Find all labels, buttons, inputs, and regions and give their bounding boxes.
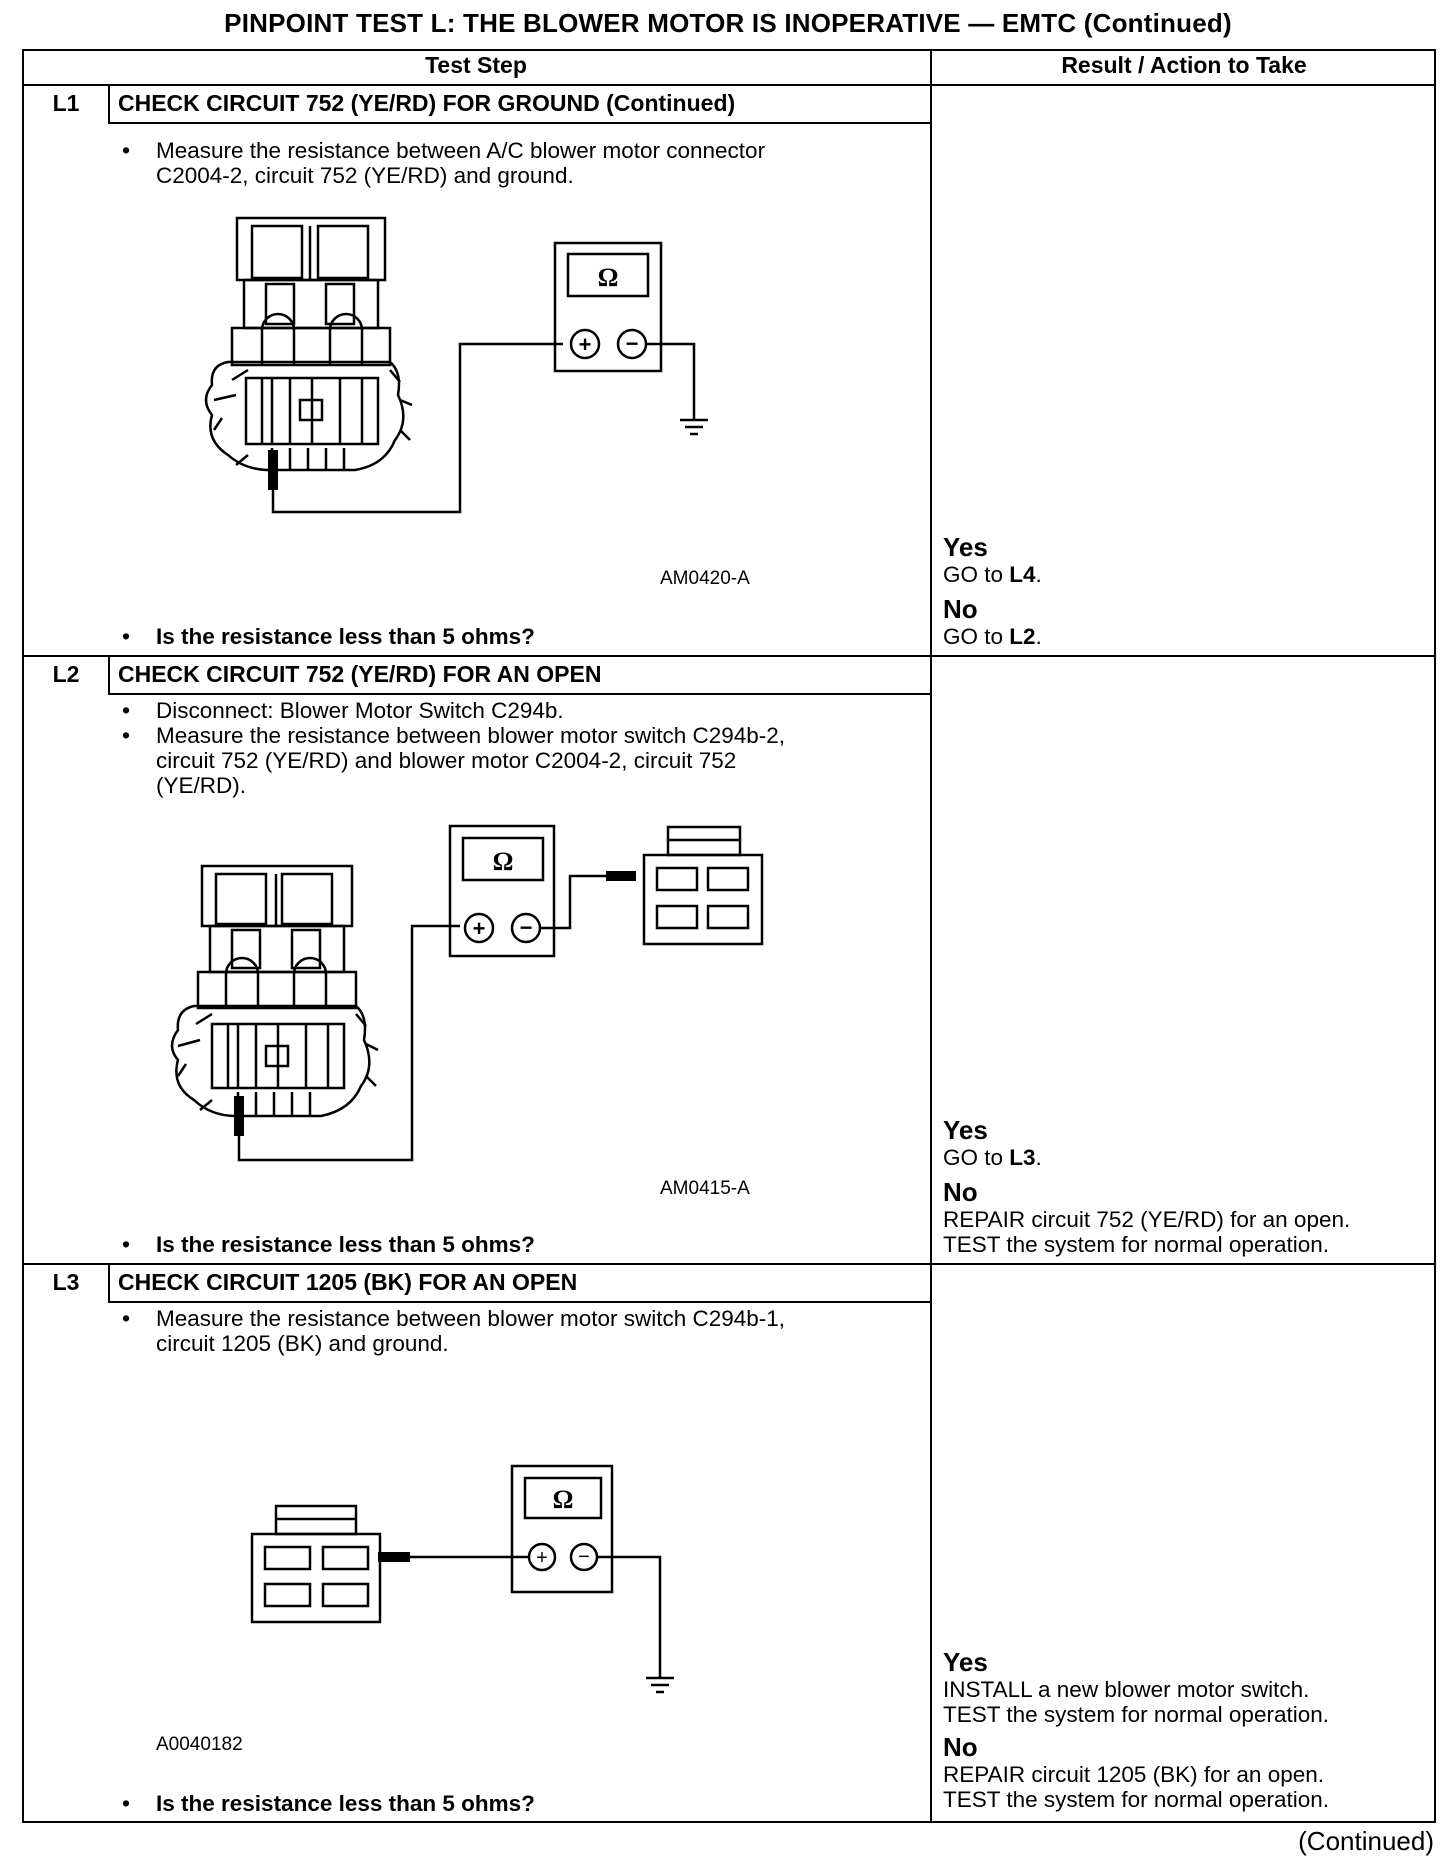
instruction-line: circuit 752 (YE/RD) and blower motor C20… — [156, 748, 737, 773]
probe-l3-switch — [378, 1552, 410, 1562]
instruction-line: (YE/RD). — [156, 773, 246, 798]
id-divider-l1 — [108, 84, 110, 122]
title-rule-l3 — [108, 1301, 930, 1303]
no-action-l3-line2: TEST the system for normal operation. — [943, 1787, 1329, 1812]
header-rule — [22, 84, 1436, 86]
header-test-step: Test Step — [425, 52, 527, 78]
column-divider — [930, 49, 932, 1823]
no-action-l1: GO to L2. — [943, 624, 1042, 649]
step-id-l3: L3 — [52, 1269, 80, 1295]
yes-label-l1: Yes — [943, 532, 988, 562]
switch-connector-icon — [252, 1506, 380, 1622]
step-id-l2: L2 — [52, 661, 80, 687]
minus-terminal: − — [626, 331, 639, 356]
ohm-symbol: Ω — [598, 263, 619, 292]
plus-terminal: + — [579, 332, 592, 357]
ohm-symbol: Ω — [493, 847, 514, 876]
instruction-line: Measure the resistance between A/C blowe… — [156, 138, 766, 163]
ohmmeter-icon — [450, 826, 554, 956]
switch-connector-icon — [644, 827, 762, 944]
step-title-l2: CHECK CIRCUIT 752 (YE/RD) FOR AN OPEN — [118, 661, 602, 687]
test-lead-negative — [597, 1557, 660, 1678]
minus-terminal: − — [578, 1546, 590, 1568]
instruction-line: Disconnect: Blower Motor Switch C294b. — [156, 698, 564, 723]
step-rule-l3 — [22, 1263, 1436, 1265]
bullet: • — [122, 1305, 131, 1331]
no-label-l2: No — [943, 1177, 978, 1207]
step-rule-l2 — [22, 655, 1436, 657]
question-l1: Is the resistance less than 5 ohms? — [156, 624, 535, 649]
yes-action-l2: GO to L3. — [943, 1145, 1042, 1170]
instruction-line: circuit 1205 (BK) and ground. — [156, 1331, 449, 1356]
page-title: PINPOINT TEST L: THE BLOWER MOTOR IS INO… — [224, 8, 1232, 38]
title-rule-l1 — [108, 122, 930, 124]
minus-terminal: − — [520, 915, 533, 940]
bullet: • — [122, 697, 131, 723]
yes-action-l3-line1: INSTALL a new blower motor switch. — [943, 1677, 1310, 1702]
yes-action-l3-line2: TEST the system for normal operation. — [943, 1702, 1329, 1727]
probe-l2-switch — [606, 871, 636, 881]
ground-symbol-icon — [646, 1678, 674, 1692]
title-rule-l2 — [108, 693, 930, 695]
bullet: • — [122, 623, 131, 649]
ground-symbol-icon — [680, 420, 708, 434]
step-id-l1: L1 — [52, 90, 80, 116]
test-lead-positive — [239, 926, 460, 1160]
step-title-l1: CHECK CIRCUIT 752 (YE/RD) FOR GROUND (Co… — [118, 90, 736, 116]
id-divider-l3 — [108, 1263, 110, 1301]
no-label-l3: No — [943, 1732, 978, 1762]
yes-label-l3: Yes — [943, 1647, 988, 1677]
figure-id-l3: A0040182 — [156, 1734, 243, 1755]
bullet: • — [122, 1231, 131, 1257]
step-title-l3: CHECK CIRCUIT 1205 (BK) FOR AN OPEN — [118, 1269, 578, 1295]
plus-terminal: + — [473, 916, 486, 941]
yes-action-l1: GO to L4. — [943, 562, 1042, 587]
no-action-l2-line1: REPAIR circuit 752 (YE/RD) for an open. — [943, 1207, 1351, 1232]
no-action-l2-line2: TEST the system for normal operation. — [943, 1232, 1329, 1257]
yes-label-l2: Yes — [943, 1115, 988, 1145]
continued-footer: (Continued) — [1298, 1826, 1434, 1856]
instruction-line: Measure the resistance between blower mo… — [156, 723, 786, 748]
test-lead-negative — [646, 344, 694, 420]
bullet: • — [122, 1790, 131, 1816]
instruction-line: Measure the resistance between blower mo… — [156, 1306, 786, 1331]
question-l2: Is the resistance less than 5 ohms? — [156, 1232, 535, 1257]
instruction-line: C2004-2, circuit 752 (YE/RD) and ground. — [156, 163, 574, 188]
bullet: • — [122, 722, 131, 748]
figure-id-l2: AM0415-A — [660, 1178, 750, 1199]
test-lead-positive — [273, 344, 563, 512]
pinpoint-test-table — [22, 49, 1436, 1823]
no-label-l1: No — [943, 594, 978, 624]
no-action-l3-line1: REPAIR circuit 1205 (BK) for an open. — [943, 1762, 1325, 1787]
bullet: • — [122, 137, 131, 163]
figure-id-l1: AM0420-A — [660, 568, 750, 589]
header-result: Result / Action to Take — [1061, 52, 1307, 78]
test-lead-negative — [540, 876, 606, 928]
id-divider-l2 — [108, 655, 110, 693]
plus-terminal: + — [536, 1547, 548, 1569]
probe-l2-connector — [234, 1096, 244, 1136]
question-l3: Is the resistance less than 5 ohms? — [156, 1791, 535, 1816]
probe-l1-connector — [268, 450, 278, 490]
ohm-symbol: Ω — [553, 1485, 574, 1514]
